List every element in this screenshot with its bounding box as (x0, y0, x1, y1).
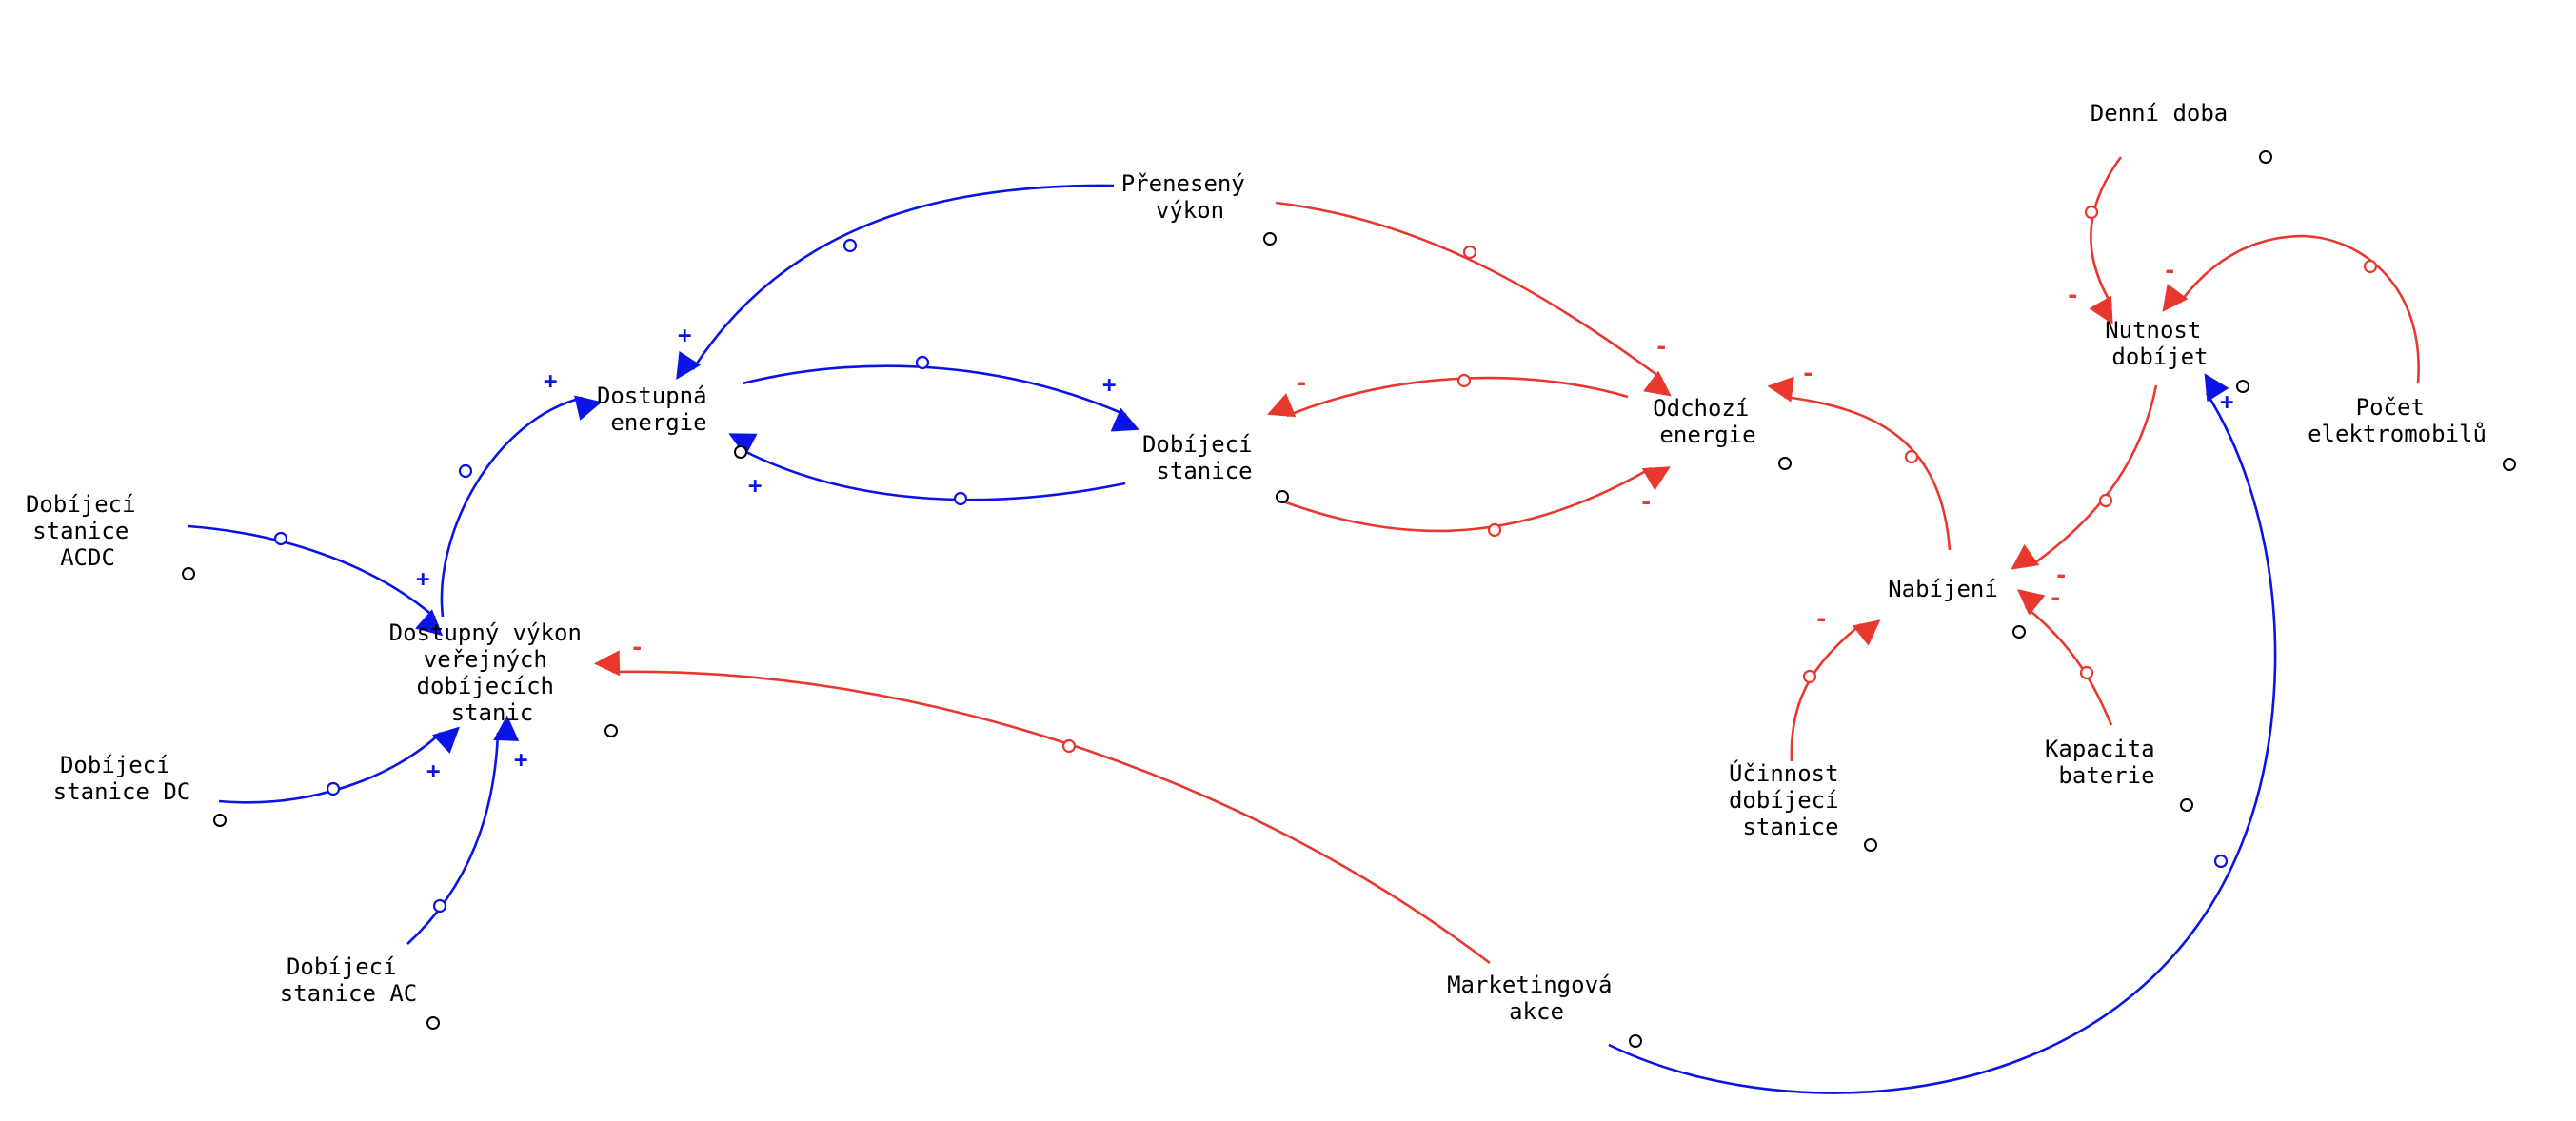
polarity-marker: - (1801, 360, 1814, 386)
link-dobijeci-stanice-ac-to-dostupny-vykon[interactable]: + (406, 715, 527, 945)
link-denni-doba-to-nutnost-dobijet[interactable]: - (2066, 156, 2123, 324)
svg-text:Přenesený výkon: Přenesený výkon (1121, 170, 1259, 224)
link-nutnost-dobijet-to-nabijeni[interactable]: - (2011, 384, 2158, 588)
svg-text:Počet elektromobilů: Počet elektromobilů (2308, 394, 2487, 447)
node-odchozi-energie[interactable]: Odchozí energie (1653, 395, 1792, 470)
svg-text:Marketingová akce: Marketingová akce (1447, 972, 1626, 1025)
node-nutnost-dobijet[interactable]: Nutnost dobíjet (2105, 317, 2249, 393)
node-marker (734, 445, 747, 459)
node-pocet-elektromobilu[interactable]: Počet elektromobilů (2308, 394, 2516, 471)
node-denni-doba[interactable]: Denní doba (2091, 100, 2272, 164)
polarity-marker: - (630, 634, 644, 660)
node-marker (1263, 232, 1277, 246)
polarity-marker: + (426, 757, 440, 784)
polarity-marker: + (514, 746, 527, 773)
link-dostupna-energie-to-dobijeci-stanice[interactable]: + (742, 355, 1139, 432)
polarity-marker: - (1814, 605, 1828, 632)
polarity-marker: + (748, 472, 762, 499)
polarity-marker: - (2049, 584, 2062, 611)
node-dobijeci-stanice-ac[interactable]: Dobíjecí stanice AC (280, 954, 440, 1030)
link-pocet-elektromobilu-to-nutnost-dobijet[interactable]: - (2162, 234, 2420, 384)
polarity-marker: - (1655, 333, 1668, 360)
svg-text:Odchozí energie: Odchozí energie (1653, 395, 1763, 448)
node-marker (2503, 458, 2516, 471)
link-kapacita-baterie-to-nabijeni[interactable]: - (2016, 584, 2113, 726)
link-dobijeci-stanice-to-odchozi-energie[interactable]: - (1282, 466, 1671, 538)
svg-text:Dostupný výkon veřejný: Dostupný výkon veřejných dobíjecích stan… (389, 620, 596, 726)
node-marker (213, 814, 227, 827)
link-prenaseny-vykon-to-odchozi-energie[interactable]: - (1275, 201, 1672, 397)
link-marketingova-akce-to-nutnost-dobijet[interactable]: + (1608, 373, 2277, 1094)
node-marker (1778, 457, 1792, 470)
node-marketingova-akce[interactable]: Marketingová akce (1447, 972, 1642, 1048)
link-dobijeci-stanice-acdc-to-dostupny-vykon[interactable]: + (188, 524, 444, 637)
node-marker (426, 1016, 440, 1030)
node-dostupna-energie[interactable]: Dostupná energie (597, 383, 747, 459)
node-dostupny-vykon[interactable]: Dostupný výkon veřejných dobíjecích stan… (389, 620, 618, 738)
node-ucinnost-dobijeci-stanice[interactable]: Účinnost dobíjecí stanice (1729, 758, 1877, 852)
link-nabijeni-to-odchozi-energie[interactable]: - (1767, 360, 1952, 551)
svg-text:Nutnost dobíjet: Nutnost dobíjet (2105, 317, 2215, 370)
svg-text:Dobíjecí stanice AC: Dobíjecí stanice AC (280, 954, 418, 1007)
polarity-marker: + (1102, 371, 1116, 398)
svg-text:Nabíjení: Nabíjení (1888, 576, 1998, 602)
polarity-marker: - (2066, 282, 2079, 308)
svg-text:Kapacita baterie: Kapacita baterie (2045, 736, 2169, 789)
polarity-marker: - (1295, 369, 1308, 396)
svg-text:Účinnost dobíjecí: Účinnost dobíjecí stanice (1729, 758, 1853, 840)
svg-text:Dobíjecí stanice: Dobíjecí stanice (1142, 431, 1266, 484)
node-marker (1629, 1034, 1642, 1048)
node-marker (1864, 838, 1877, 852)
polarity-marker: - (2054, 561, 2068, 588)
svg-text:Denní doba: Denní doba (2091, 100, 2229, 127)
links-layer: + - + + - - (188, 156, 2420, 1094)
link-dobijeci-stanice-to-dostupna-energie[interactable]: + (728, 433, 1126, 506)
polarity-marker: + (416, 565, 429, 592)
svg-text:Dobíjecí stanice: Dobíjecí stanice ACDC (26, 491, 149, 571)
node-nabijeni[interactable]: Nabíjení (1888, 576, 2026, 639)
link-dostupny-vykon-to-dostupna-energie[interactable]: + (440, 367, 603, 618)
link-marketingova-akce-to-dostupny-vykon[interactable]: - (593, 634, 1491, 965)
svg-text:Dobíjecí stanice DC: Dobíjecí stanice DC (53, 752, 191, 805)
node-marker (2236, 380, 2249, 393)
node-dobijeci-stanice-acdc[interactable]: Dobíjecí stanice ACDC (26, 491, 195, 580)
node-marker (1276, 490, 1289, 503)
node-marker (182, 567, 195, 580)
node-marker (2259, 150, 2272, 164)
nodes-layer: Přenesený výkon Denní doba Dostupná ener… (26, 100, 2516, 1048)
polarity-marker: - (1639, 488, 1653, 515)
polarity-marker: + (544, 367, 557, 394)
link-odchozi-energie-to-dobijeci-stanice[interactable]: - (1267, 369, 1629, 418)
node-dobijeci-stanice[interactable]: Dobíjecí stanice (1142, 431, 1289, 503)
link-dobijeci-stanice-dc-to-dostupny-vykon[interactable]: + (218, 726, 460, 804)
node-marker (2012, 625, 2026, 639)
node-prenaseny-vykon[interactable]: Přenesený výkon (1121, 170, 1277, 246)
polarity-marker: - (2163, 257, 2176, 284)
polarity-marker: + (678, 322, 691, 348)
node-marker (604, 724, 618, 738)
link-prenaseny-vykon-to-dostupna-energie[interactable]: + (676, 184, 1115, 380)
node-kapacita-baterie[interactable]: Kapacita baterie (2045, 736, 2193, 812)
node-marker (2180, 798, 2193, 812)
polarity-marker: + (2220, 388, 2233, 415)
node-dobijeci-stanice-dc[interactable]: Dobíjecí stanice DC (53, 752, 227, 827)
svg-text:Dostupná energie: Dostupná energie (597, 383, 721, 436)
link-ucinnost-to-nabijeni[interactable]: - (1790, 605, 1881, 762)
